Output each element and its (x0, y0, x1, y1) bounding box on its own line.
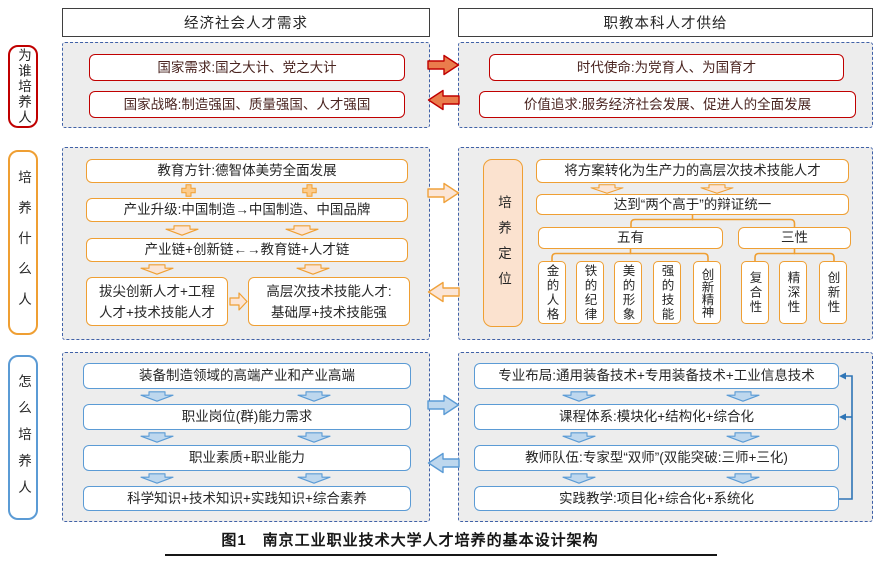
national-demand-box: 国家需求:国之大计、党之大计 (89, 54, 405, 81)
down-arrow-icon (297, 391, 331, 402)
flow-arrow-right-icon (427, 54, 460, 76)
down-arrow-icon (165, 225, 199, 236)
golden-personality-box: 金的人格 (538, 261, 566, 324)
down-arrow-icon (590, 184, 624, 194)
national-strategy-box: 国家战略:制造强国、质量强国、人才强国 (89, 91, 405, 118)
equipment-industry-box: 装备制造领域的高端产业和产业高端 (83, 363, 411, 389)
strong-skill-box: 强的技能 (653, 261, 681, 324)
top-talent-box: 拔尖创新人才+工程 人才+技术技能人才 (86, 277, 228, 326)
down-arrow-icon (726, 391, 760, 402)
title-economy-demand: 经济社会人才需求 (62, 8, 430, 37)
down-arrow-icon (297, 473, 331, 484)
value-pursuit-box: 价值追求:服务经济社会发展、促进人的全面发展 (479, 91, 856, 118)
panel-cultivate-what-left: 教育方针:德智体美劳全面发展 产业升级:中国制造→中国制造、中国品牌 产业链+创… (62, 147, 430, 340)
five-haves-box: 五有 (538, 227, 723, 249)
down-arrow-icon (140, 432, 174, 443)
two-higher-box: 达到“两个高于”的辩证统一 (536, 194, 849, 215)
iron-discipline-box: 铁的纪律 (576, 261, 604, 324)
plus-icon (181, 184, 196, 197)
down-arrow-icon (140, 264, 174, 275)
major-layout-box: 专业布局:通用装备技术+专用装备技术+工业信息技术 (474, 363, 839, 389)
chain-link-box: 产业链+创新链←→教育链+人才链 (86, 238, 408, 262)
panel-demand: 国家需求:国之大计、党之大计 国家战略:制造强国、质量强国、人才强国 (62, 42, 430, 128)
productivity-talent-box: 将方案转化为生产力的高层次技术技能人才 (536, 159, 849, 183)
row-label-what: 培养什么人 (8, 150, 38, 335)
brace-connector (551, 214, 835, 262)
flow-arrow-left-icon (427, 452, 460, 474)
down-arrow-icon (700, 184, 734, 194)
down-arrow-icon (562, 391, 596, 402)
composite-quality-box: 复合性 (741, 261, 769, 324)
panel-cultivate-position: 培养定位 将方案转化为生产力的高层次技术技能人才 达到“两个高于”的辩证统一 五… (458, 147, 873, 340)
down-arrow-icon (296, 264, 330, 275)
panel-supply: 时代使命:为党育人、为国育才 价值追求:服务经济社会发展、促进人的全面发展 (458, 42, 873, 128)
flow-arrow-right-icon (427, 182, 460, 204)
beautiful-image-box: 美的形象 (614, 261, 642, 324)
row-label-who: 为谁培养人 (8, 45, 38, 128)
industry-upgrade-box: 产业升级:中国制造→中国制造、中国品牌 (86, 198, 408, 222)
down-arrow-icon (726, 473, 760, 484)
professional-quality-box: 职业素质+职业能力 (83, 445, 411, 471)
top-talent-line2: 人才+技术技能人才 (99, 304, 215, 320)
top-talent-line1: 拔尖创新人才+工程 (99, 283, 215, 299)
figure-caption: 图1 南京工业职业技术大学人才培养的基本设计架构 (221, 532, 599, 549)
row-label-how: 怎么培养人 (8, 355, 38, 520)
job-capability-box: 职业岗位(群)能力需求 (83, 404, 411, 430)
flow-arrow-left-icon (427, 281, 460, 303)
education-policy-box: 教育方针:德智体美劳全面发展 (86, 159, 408, 183)
practice-teaching-box: 实践教学:项目化+综合化+系统化 (474, 486, 839, 511)
high-level-talent-box: 高层次技术技能人才: 基础厚+技术技能强 (248, 277, 410, 326)
innovative-quality-box: 创新性 (819, 261, 847, 324)
profound-quality-box: 精深性 (779, 261, 807, 324)
teacher-team-box: 教师队伍:专家型“双师”(双能突破:三师+三化) (474, 445, 839, 471)
high-level-talent-line2: 基础厚+技术技能强 (271, 304, 387, 320)
down-arrow-icon (140, 473, 174, 484)
down-arrow-icon (140, 391, 174, 402)
high-level-talent-line1: 高层次技术技能人才: (266, 283, 392, 299)
down-arrow-icon (562, 473, 596, 484)
plus-icon (302, 184, 317, 197)
caption-rule (165, 554, 717, 556)
down-arrow-icon (726, 432, 760, 443)
panel-how-right: 专业布局:通用装备技术+专用装备技术+工业信息技术 课程体系:模块化+结构化+综… (458, 352, 873, 522)
innovation-spirit-box: 创新精神 (693, 261, 721, 324)
three-qualities-box: 三性 (738, 227, 851, 249)
flow-arrow-left-icon (427, 89, 460, 111)
down-arrow-icon (297, 432, 331, 443)
cultivation-position-label: 培养定位 (483, 159, 523, 327)
knowledge-box: 科学知识+技术知识+实践知识+综合素养 (83, 486, 411, 511)
down-arrow-icon (562, 432, 596, 443)
era-mission-box: 时代使命:为党育人、为国育才 (489, 54, 844, 81)
panel-how-left: 装备制造领域的高端产业和产业高端 职业岗位(群)能力需求 职业素质+职业能力 科… (62, 352, 430, 522)
right-arrow-icon (229, 292, 248, 311)
down-arrow-icon (285, 225, 319, 236)
title-vocational-supply: 职教本科人才供给 (458, 8, 873, 37)
flow-arrow-right-icon (427, 394, 460, 416)
feedback-line (839, 372, 853, 500)
curriculum-box: 课程体系:模块化+结构化+综合化 (474, 404, 839, 430)
